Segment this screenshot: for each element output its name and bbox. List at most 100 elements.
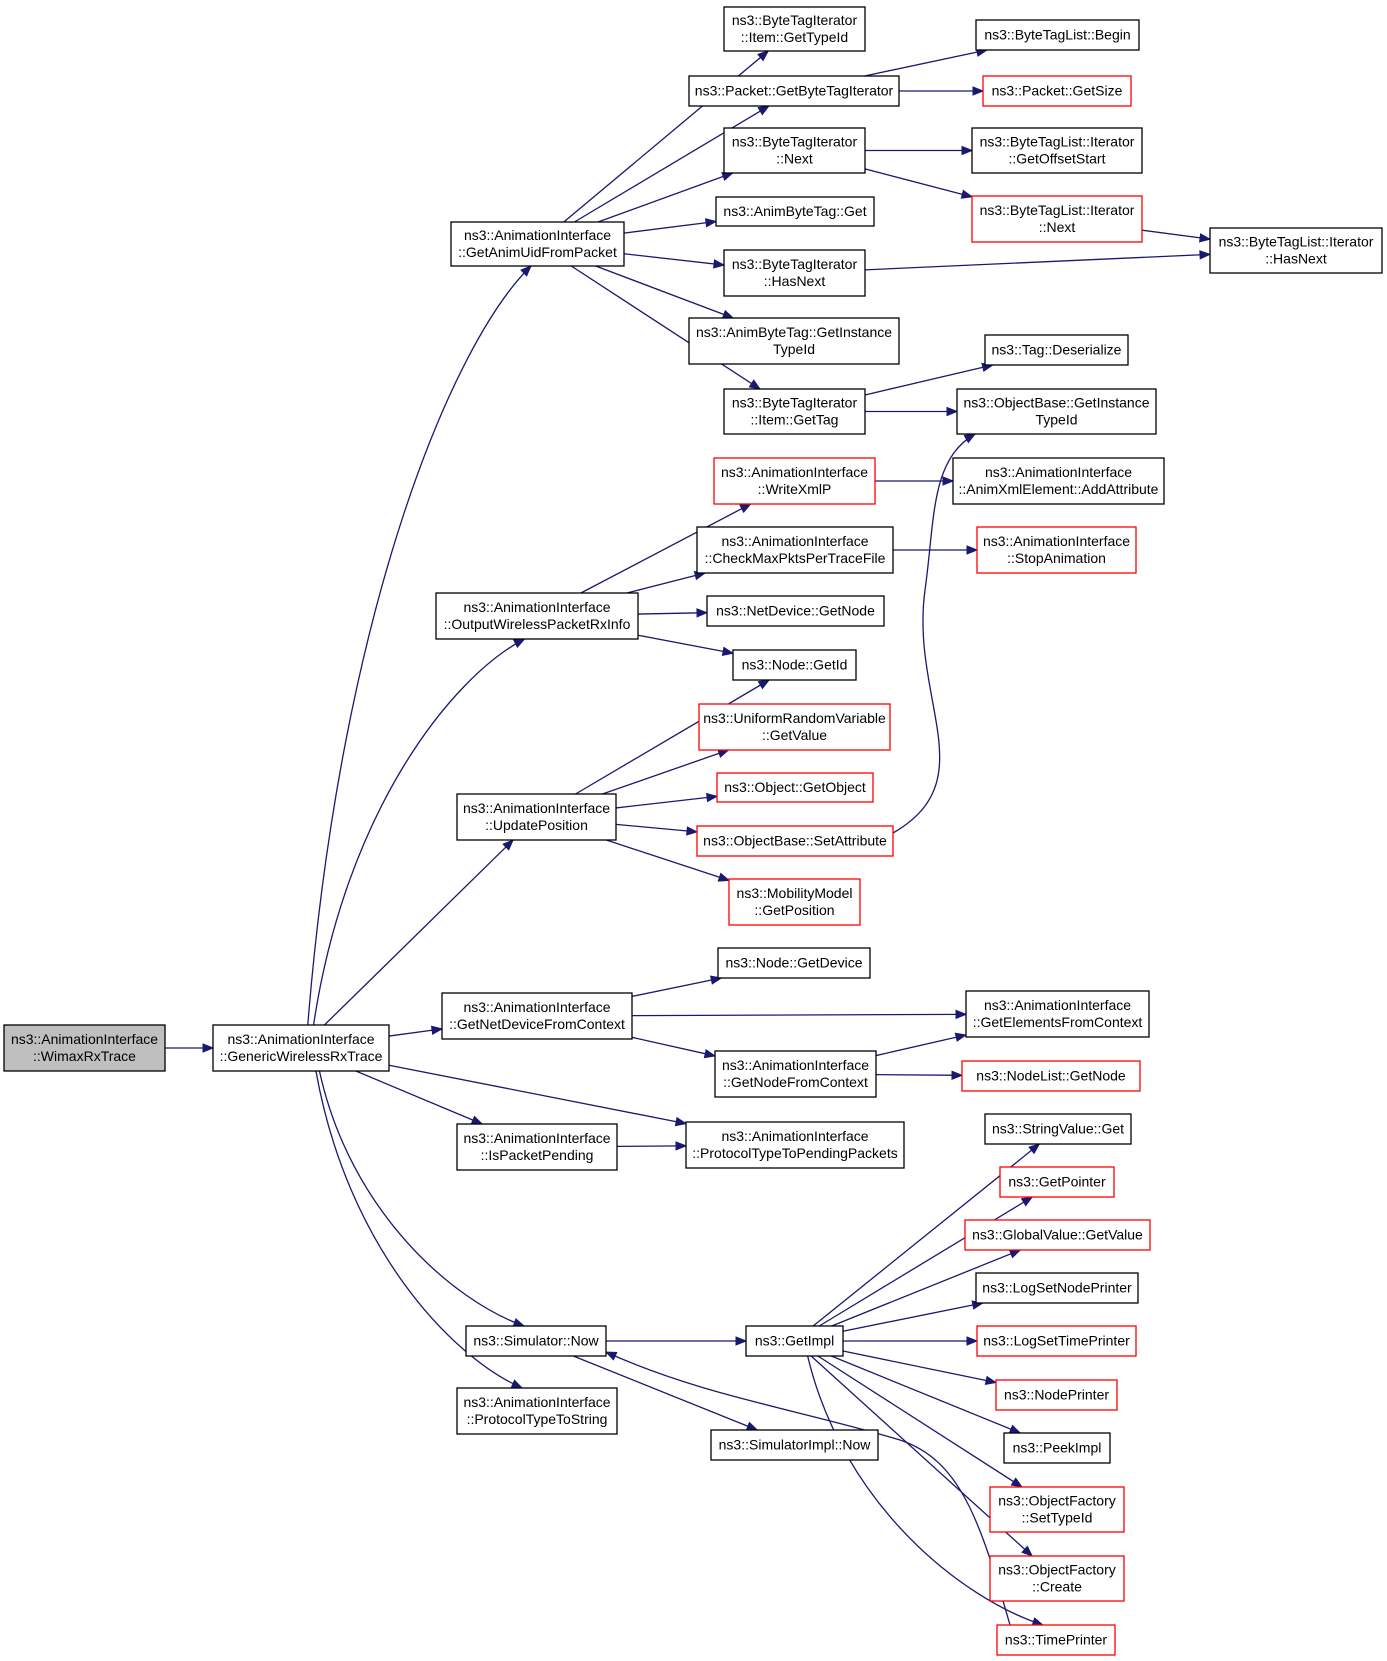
node-box[interactable] bbox=[745, 1325, 844, 1357]
node-box[interactable] bbox=[456, 1123, 618, 1171]
node-label-line: TypeId bbox=[1035, 412, 1077, 428]
node-btli_next[interactable]: ns3::ByteTagList::Iterator::Next bbox=[971, 195, 1143, 243]
node-box[interactable] bbox=[1209, 227, 1383, 274]
node-owpri[interactable]: ns3::AnimationInterface::OutputWirelessP… bbox=[435, 592, 639, 640]
node-bti_gettag[interactable]: ns3::ByteTagIterator::Item::GetTag bbox=[723, 388, 866, 435]
node-simimpl_now[interactable]: ns3::SimulatorImpl::Now bbox=[710, 1429, 879, 1461]
node-box[interactable] bbox=[465, 1325, 607, 1357]
node-box[interactable] bbox=[698, 703, 891, 751]
node-sim_now[interactable]: ns3::Simulator::Now bbox=[465, 1325, 607, 1357]
node-box[interactable] bbox=[732, 649, 857, 681]
node-box[interactable] bbox=[688, 75, 900, 107]
node-sv_get[interactable]: ns3::StringValue::Get bbox=[984, 1113, 1132, 1145]
node-gwrt[interactable]: ns3::AnimationInterface::GenericWireless… bbox=[212, 1024, 390, 1072]
node-pttstr[interactable]: ns3::AnimationInterface::ProtocolTypeToS… bbox=[456, 1387, 618, 1435]
node-gnfc[interactable]: ns3::AnimationInterface::GetNodeFromCont… bbox=[714, 1050, 877, 1098]
node-box[interactable] bbox=[999, 1166, 1115, 1198]
node-mm_getpos[interactable]: ns3::MobilityModel::GetPosition bbox=[728, 878, 861, 926]
node-box[interactable] bbox=[714, 1050, 877, 1098]
node-label-line: ::HasNext bbox=[764, 273, 826, 289]
node-box[interactable] bbox=[723, 249, 866, 297]
node-box[interactable] bbox=[975, 1272, 1139, 1304]
node-node_getid[interactable]: ns3::Node::GetId bbox=[732, 649, 857, 681]
node-axe_addattr[interactable]: ns3::AnimationInterface::AnimXmlElement:… bbox=[952, 457, 1165, 505]
node-cmpptf[interactable]: ns3::AnimationInterface::CheckMaxPktsPer… bbox=[696, 526, 894, 574]
node-btli_gos[interactable]: ns3::ByteTagList::Iterator::GetOffsetSta… bbox=[971, 127, 1143, 174]
node-box[interactable] bbox=[996, 1624, 1116, 1656]
node-box[interactable] bbox=[706, 595, 885, 627]
node-obj_getobj[interactable]: ns3::Object::GetObject bbox=[716, 772, 874, 803]
node-box[interactable] bbox=[971, 127, 1143, 174]
node-box[interactable] bbox=[984, 1113, 1132, 1145]
node-box[interactable] bbox=[971, 195, 1143, 243]
node-box[interactable] bbox=[976, 1325, 1137, 1357]
node-bti_next[interactable]: ns3::ByteTagIterator::Next bbox=[723, 127, 866, 174]
node-box[interactable] bbox=[984, 334, 1129, 366]
node-of_create[interactable]: ns3::ObjectFactory::Create bbox=[989, 1555, 1125, 1602]
node-getpointer[interactable]: ns3::GetPointer bbox=[999, 1166, 1115, 1198]
node-box[interactable] bbox=[441, 992, 633, 1040]
node-box[interactable] bbox=[713, 457, 876, 505]
node-box[interactable] bbox=[456, 793, 617, 841]
node-box[interactable] bbox=[976, 526, 1137, 574]
node-box[interactable] bbox=[995, 1379, 1118, 1411]
node-lstp[interactable]: ns3::LogSetTimePrinter bbox=[976, 1325, 1137, 1357]
node-box[interactable] bbox=[717, 947, 871, 979]
node-box[interactable] bbox=[961, 1060, 1141, 1092]
node-box[interactable] bbox=[715, 196, 875, 227]
node-box[interactable] bbox=[456, 1387, 618, 1435]
node-node_getdev[interactable]: ns3::Node::GetDevice bbox=[717, 947, 871, 979]
node-box[interactable] bbox=[982, 75, 1132, 107]
node-ispktpend[interactable]: ns3::AnimationInterface::IsPacketPending bbox=[456, 1123, 618, 1171]
node-bti_hasnext[interactable]: ns3::ByteTagIterator::HasNext bbox=[723, 249, 866, 297]
node-of_settypeid[interactable]: ns3::ObjectFactory::SetTypeId bbox=[989, 1486, 1125, 1533]
node-pkt_getsize[interactable]: ns3::Packet::GetSize bbox=[982, 75, 1132, 107]
node-box[interactable] bbox=[685, 1121, 905, 1169]
node-box[interactable] bbox=[696, 825, 894, 857]
node-getimpl[interactable]: ns3::GetImpl bbox=[745, 1325, 844, 1357]
node-box[interactable] bbox=[723, 127, 866, 174]
node-nodeprinter[interactable]: ns3::NodePrinter bbox=[995, 1379, 1118, 1411]
node-btli_hasnext[interactable]: ns3::ByteTagList::Iterator::HasNext bbox=[1209, 227, 1383, 274]
node-box[interactable] bbox=[728, 878, 861, 926]
node-stopanim[interactable]: ns3::AnimationInterface::StopAnimation bbox=[976, 526, 1137, 574]
node-pkt_gbti[interactable]: ns3::Packet::GetByteTagIterator bbox=[688, 75, 900, 107]
node-urv_getvalue[interactable]: ns3::UniformRandomVariable::GetValue bbox=[698, 703, 891, 751]
node-timeprinter[interactable]: ns3::TimePrinter bbox=[996, 1624, 1116, 1656]
node-ob_setattr[interactable]: ns3::ObjectBase::SetAttribute bbox=[696, 825, 894, 857]
node-box[interactable] bbox=[435, 592, 639, 640]
node-peekimpl[interactable]: ns3::PeekImpl bbox=[1003, 1432, 1111, 1464]
node-ai_wxip[interactable]: ns3::AnimationInterface::WriteXmlP bbox=[713, 457, 876, 505]
node-nd_getnode[interactable]: ns3::NetDevice::GetNode bbox=[706, 595, 885, 627]
node-box[interactable] bbox=[1003, 1432, 1111, 1464]
node-abt_get[interactable]: ns3::AnimByteTag::Get bbox=[715, 196, 875, 227]
node-tag_deser[interactable]: ns3::Tag::Deserialize bbox=[984, 334, 1129, 366]
node-gaufp[interactable]: ns3::AnimationInterface::GetAnimUidFromP… bbox=[450, 221, 625, 267]
node-bti_gettypeid[interactable]: ns3::ByteTagIterator::Item::GetTypeId bbox=[723, 6, 866, 52]
node-box[interactable] bbox=[723, 6, 866, 52]
node-box[interactable] bbox=[964, 1219, 1151, 1251]
node-btl_begin[interactable]: ns3::ByteTagList::Begin bbox=[975, 19, 1140, 51]
node-gndfc[interactable]: ns3::AnimationInterface::GetNetDeviceFro… bbox=[441, 992, 633, 1040]
node-box[interactable] bbox=[710, 1429, 879, 1461]
node-box[interactable] bbox=[989, 1555, 1125, 1602]
node-box[interactable] bbox=[716, 772, 874, 803]
node-updpos[interactable]: ns3::AnimationInterface::UpdatePosition bbox=[456, 793, 617, 841]
node-box[interactable] bbox=[212, 1024, 390, 1072]
node-box[interactable] bbox=[989, 1486, 1125, 1533]
node-box[interactable] bbox=[956, 388, 1157, 435]
node-box[interactable] bbox=[975, 19, 1140, 51]
node-nl_getnode[interactable]: ns3::NodeList::GetNode bbox=[961, 1060, 1141, 1092]
node-box[interactable] bbox=[696, 526, 894, 574]
node-box[interactable] bbox=[965, 990, 1150, 1038]
node-box[interactable] bbox=[688, 317, 900, 365]
node-pttpp[interactable]: ns3::AnimationInterface::ProtocolTypeToP… bbox=[685, 1121, 905, 1169]
node-lsnp[interactable]: ns3::LogSetNodePrinter bbox=[975, 1272, 1139, 1304]
node-gv_getvalue[interactable]: ns3::GlobalValue::GetValue bbox=[964, 1219, 1151, 1251]
node-box[interactable] bbox=[952, 457, 1165, 505]
node-gefc[interactable]: ns3::AnimationInterface::GetElementsFrom… bbox=[965, 990, 1150, 1038]
node-box[interactable] bbox=[450, 221, 625, 267]
node-box[interactable] bbox=[723, 388, 866, 435]
